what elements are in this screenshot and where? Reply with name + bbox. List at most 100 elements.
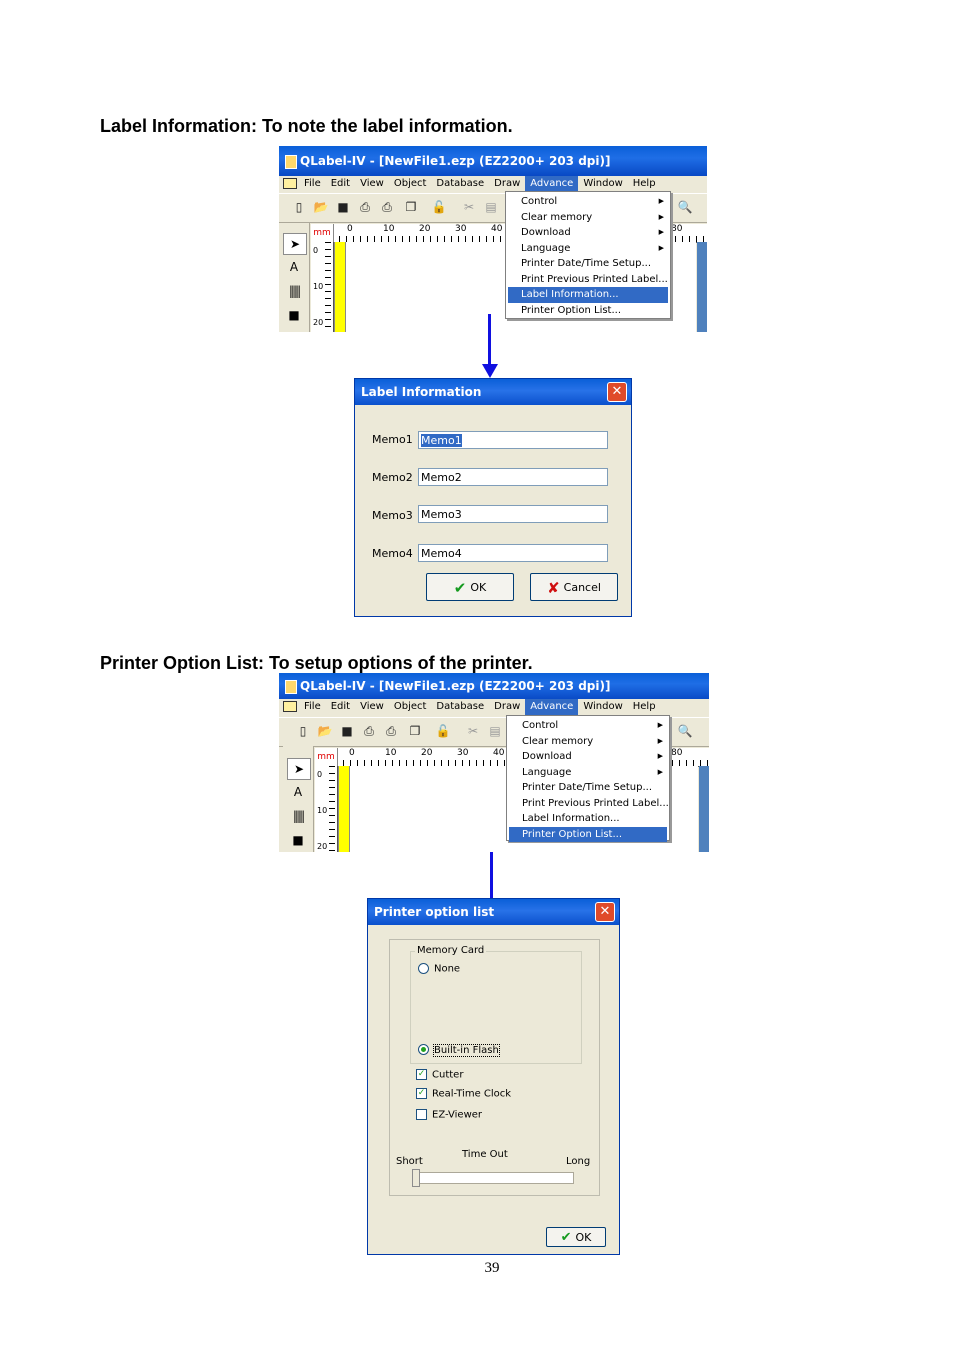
barcode-icon[interactable]: ||||| — [288, 284, 301, 298]
vertical-ruler — [311, 242, 334, 332]
menu-edit[interactable]: Edit — [330, 701, 351, 712]
ruler-number: 40 — [491, 224, 503, 234]
rectangle-icon[interactable]: ■ — [292, 833, 304, 847]
copy-icon[interactable]: ❐ — [409, 724, 421, 738]
menu-file[interactable]: File — [304, 701, 321, 712]
menu-advance[interactable]: Advance — [525, 699, 579, 715]
barcode-icon[interactable]: ||||| — [292, 809, 305, 823]
memo2-field[interactable]: Memo2 — [418, 468, 608, 486]
text-tool-icon[interactable]: A — [293, 785, 303, 799]
new-icon[interactable]: ▯ — [295, 200, 303, 214]
cut-icon[interactable]: ✂ — [467, 724, 479, 738]
menu-object[interactable]: Object — [393, 701, 427, 712]
section-heading-label-info: Label Information: To note the label inf… — [100, 116, 513, 136]
printer-option-dialog: Printer option list✕ Memory Card None Bu… — [367, 898, 620, 1255]
menu-item-date-time-setup[interactable]: Printer Date/Time Setup... — [522, 782, 653, 793]
menu-item-control[interactable]: Control▶ — [506, 194, 670, 210]
vruler-number: 10 — [313, 282, 324, 291]
print-icon[interactable]: ⎙ — [364, 724, 374, 738]
tool-palette: ➤ A ||||| ■ — [283, 746, 314, 852]
cut-icon[interactable]: ✂ — [463, 200, 475, 214]
zoom-icon[interactable]: 🔍 — [677, 200, 693, 214]
new-icon[interactable]: ▯ — [299, 724, 307, 738]
print-preview-icon[interactable]: ⎙ — [386, 724, 396, 738]
menu-item-label-information[interactable]: Label Information... — [508, 287, 668, 303]
real-time-clock-checkbox[interactable]: ✓Real-Time Clock — [416, 1088, 512, 1100]
ez-viewer-checkbox[interactable]: EZ-Viewer — [416, 1109, 482, 1122]
tool-palette: ➤ A ||||| ■ — [279, 223, 310, 332]
memo1-field[interactable]: Memo1 — [418, 431, 608, 449]
time-out-slider[interactable] — [414, 1172, 574, 1184]
menu-database[interactable]: Database — [436, 178, 485, 189]
copy-icon[interactable]: ❐ — [405, 200, 417, 214]
text-tool-icon[interactable]: A — [289, 260, 299, 274]
menu-item-print-previous[interactable]: Print Previous Printed Label... — [522, 797, 669, 809]
pointer-icon[interactable]: ➤ — [287, 758, 311, 780]
submenu-arrow-icon: ▶ — [657, 721, 663, 729]
workspace-edge — [699, 766, 709, 852]
menu-item-label-information[interactable]: Label Information... — [522, 813, 620, 824]
menu-item-language[interactable]: Language▶ — [507, 765, 669, 781]
menu-database[interactable]: Database — [436, 701, 485, 712]
memory-card-label: Memory Card — [415, 945, 487, 956]
close-icon[interactable]: ✕ — [595, 902, 615, 922]
label-margin-strip — [338, 766, 350, 852]
menu-advance[interactable]: Advance — [525, 176, 579, 192]
menu-view[interactable]: View — [360, 178, 384, 189]
rectangle-icon[interactable]: ■ — [288, 308, 300, 322]
menu-help[interactable]: Help — [632, 701, 656, 712]
menu-view[interactable]: View — [360, 701, 384, 712]
menu-item-language[interactable]: Language▶ — [506, 241, 670, 257]
ok-button[interactable]: ✔OK — [546, 1227, 606, 1247]
ok-button[interactable]: ✔OK — [426, 573, 514, 601]
menu-item-download[interactable]: Download▶ — [506, 225, 670, 241]
check-icon: ✔ — [453, 579, 467, 597]
advance-menu-dropdown: Control▶ Clear memory▶ Download▶ Languag… — [506, 715, 670, 842]
menu-object[interactable]: Object — [393, 178, 427, 189]
app-title: QLabel-IV - [NewFile1.ezp (EZ2200+ 203 d… — [300, 679, 611, 693]
ruler-number: 10 — [383, 224, 395, 234]
lock-icon[interactable]: 🔓 — [435, 724, 451, 738]
close-icon[interactable]: ✕ — [607, 382, 627, 402]
paste-icon[interactable]: ▤ — [489, 724, 501, 738]
menu-edit[interactable]: Edit — [330, 178, 351, 189]
menu-draw[interactable]: Draw — [494, 178, 521, 189]
menu-help[interactable]: Help — [632, 178, 656, 189]
menu-item-clear-memory[interactable]: Clear memory▶ — [506, 210, 670, 226]
menu-item-printer-option-list[interactable]: Printer Option List... — [521, 304, 622, 316]
open-icon[interactable]: 📂 — [317, 724, 333, 738]
menu-item-printer-option-list[interactable]: Printer Option List... — [509, 826, 667, 842]
menu-item-date-time-setup[interactable]: Printer Date/Time Setup... — [521, 258, 652, 269]
menu-window[interactable]: Window — [583, 178, 623, 189]
submenu-arrow-icon: ▶ — [658, 197, 664, 205]
menu-item-clear-memory[interactable]: Clear memory▶ — [507, 734, 669, 750]
slider-thumb[interactable] — [412, 1169, 420, 1187]
radio-none[interactable]: None — [418, 963, 460, 976]
memo3-field[interactable]: Memo3 — [418, 505, 608, 523]
app-titlebar: QLabel-IV - [NewFile1.ezp (EZ2200+ 203 d… — [279, 146, 707, 176]
ruler-number: 80 — [671, 748, 683, 758]
memo4-field[interactable]: Memo4 — [418, 544, 608, 562]
menu-draw[interactable]: Draw — [494, 701, 521, 712]
advance-menu-dropdown: Control▶ Clear memory▶ Download▶ Languag… — [505, 191, 671, 319]
lock-icon[interactable]: 🔓 — [431, 200, 447, 214]
menu-bar: File Edit View Object Database Draw Advance Win… — [279, 176, 707, 192]
menu-item-print-previous[interactable]: Print Previous Printed Label... — [521, 273, 668, 285]
zoom-icon[interactable]: 🔍 — [677, 724, 693, 738]
pointer-icon[interactable]: ➤ — [283, 233, 307, 255]
menu-file[interactable]: File — [304, 178, 321, 189]
print-preview-icon[interactable]: ⎙ — [382, 200, 392, 214]
print-icon[interactable]: ⎙ — [360, 200, 370, 214]
menu-window[interactable]: Window — [583, 701, 623, 712]
save-icon[interactable]: ■ — [337, 200, 349, 214]
vruler-number: 0 — [313, 246, 319, 255]
save-icon[interactable]: ■ — [341, 724, 353, 738]
options-panel — [389, 939, 600, 1196]
radio-built-in-flash[interactable]: Built-in Flash — [418, 1043, 500, 1057]
cancel-button[interactable]: ✘Cancel — [530, 573, 618, 601]
menu-item-download[interactable]: Download▶ — [507, 749, 669, 765]
open-icon[interactable]: 📂 — [313, 200, 329, 214]
paste-icon[interactable]: ▤ — [485, 200, 497, 214]
menu-item-control[interactable]: Control▶ — [507, 718, 669, 734]
cutter-checkbox[interactable]: ✓Cutter — [416, 1069, 464, 1081]
